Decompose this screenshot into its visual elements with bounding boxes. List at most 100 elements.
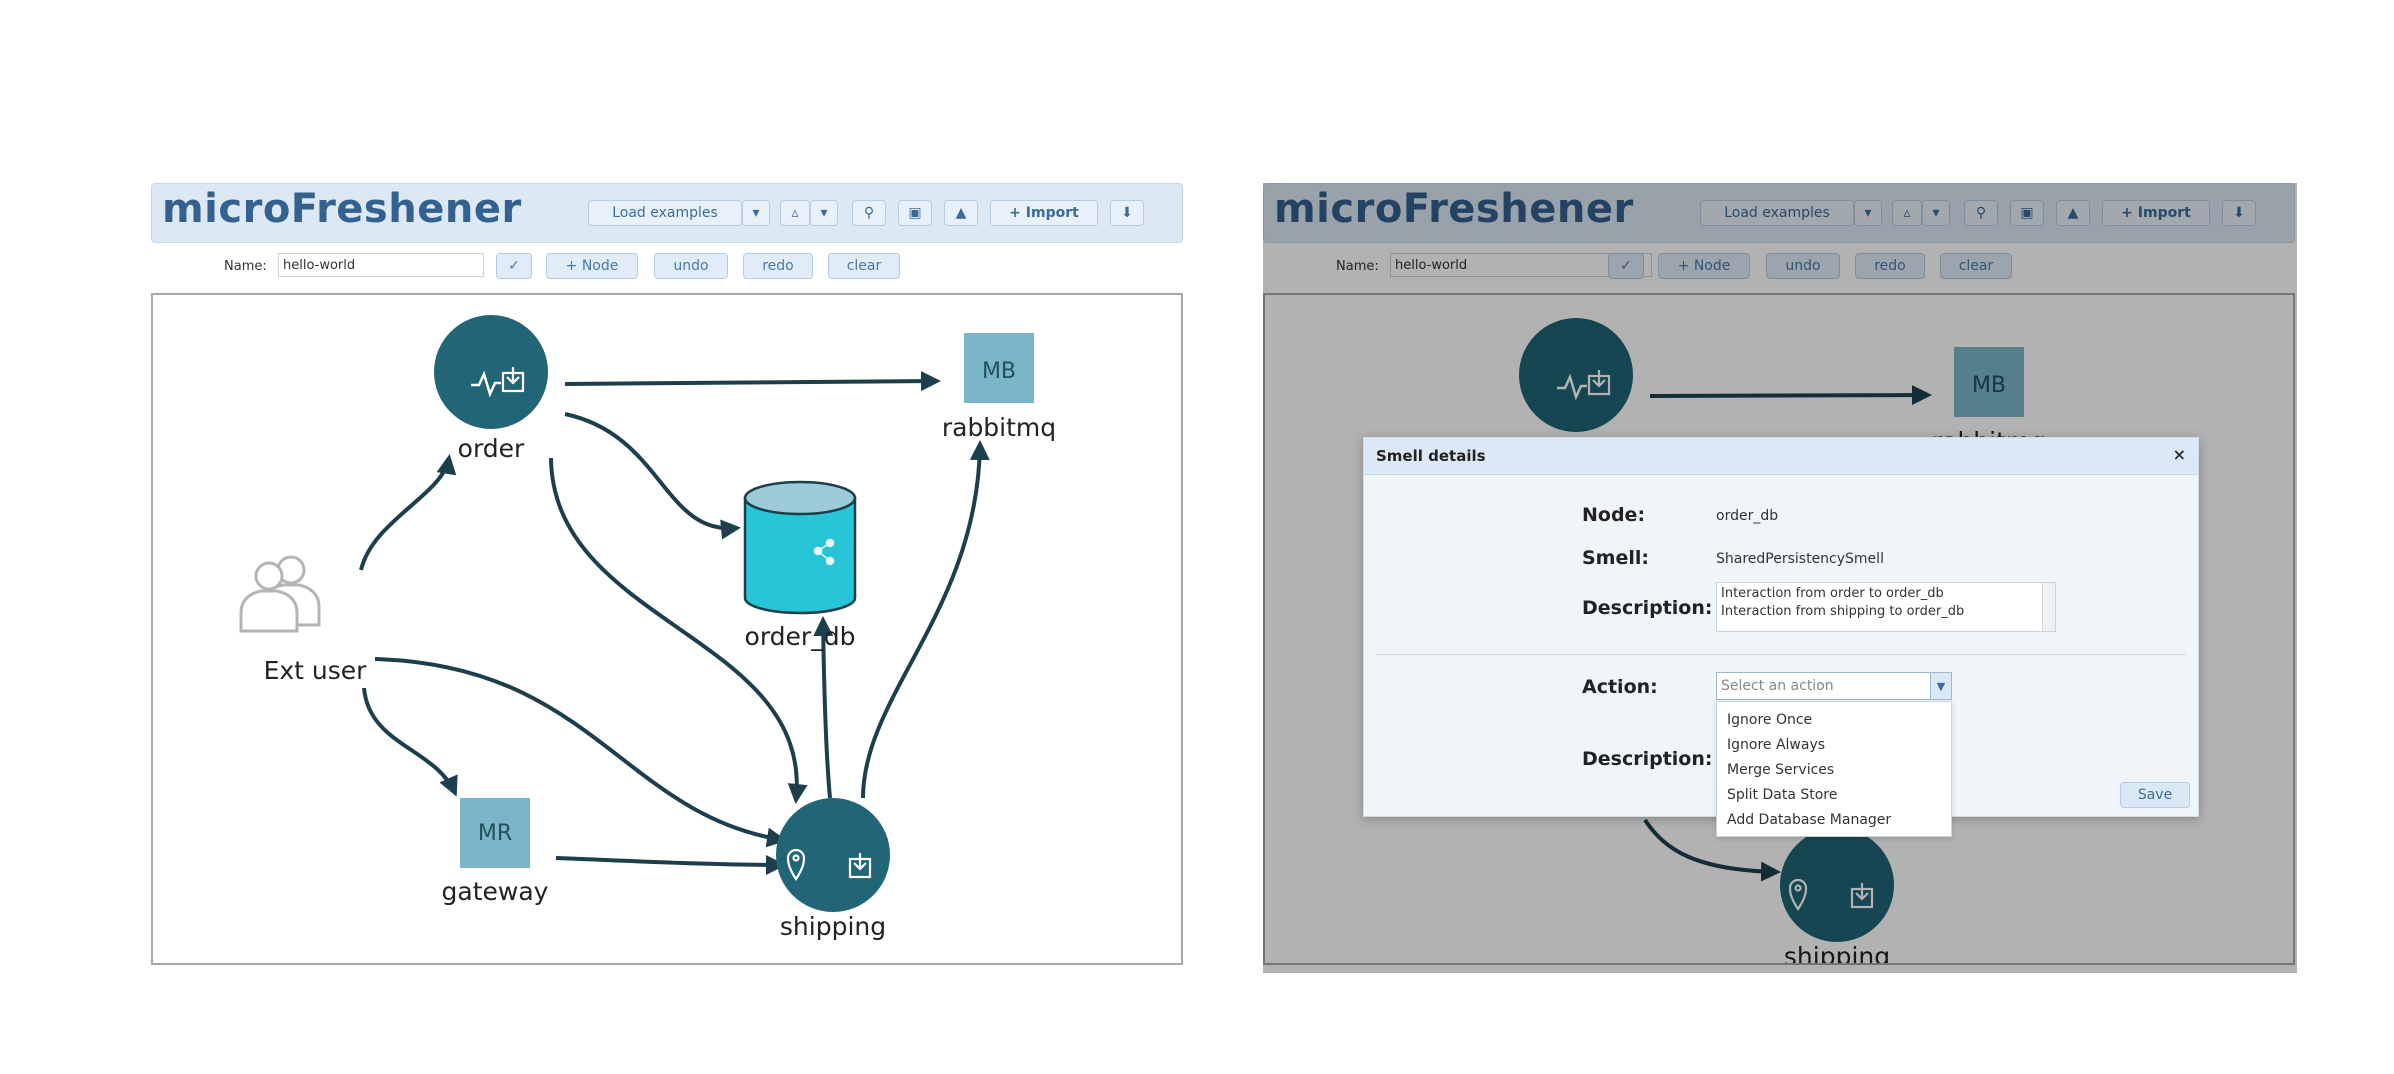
name-bar: Name: ✓ + Node undo redo clear <box>151 247 1181 283</box>
add-node-button[interactable]: + Node <box>546 253 638 279</box>
label-ext-user: Ext user <box>264 656 368 685</box>
deploy-icon <box>848 853 872 879</box>
app-logo: microFreshener <box>162 186 522 232</box>
download-menu-icon[interactable]: ▾ <box>810 200 838 226</box>
edge-shipping-orderdb[interactable] <box>813 616 834 799</box>
app-logo: microFreshener <box>1274 186 1634 232</box>
dialog-header: Smell details × <box>1364 438 2198 475</box>
confirm-name-icon[interactable]: ✓ <box>496 253 532 279</box>
users-icon <box>239 555 321 633</box>
action-select[interactable]: Select an action ▼ <box>1716 672 1952 700</box>
lock-icon[interactable]: ▣ <box>898 200 932 226</box>
load-examples-dropdown-icon[interactable]: ▾ <box>1854 200 1882 226</box>
description-textarea[interactable]: Interaction from order to order_db Inter… <box>1716 582 2056 632</box>
search-icon[interactable]: ⚲ <box>1964 200 1998 226</box>
name-bar: Name: ✓ + Node undo redo clear <box>1263 247 2293 283</box>
action-option[interactable]: Split Data Store <box>1727 787 1838 803</box>
rabbitmq-badge: MB <box>1972 373 2006 398</box>
confirm-name-icon[interactable]: ✓ <box>1608 253 1644 279</box>
action-description-label: Description: <box>1582 748 1713 770</box>
name-input[interactable] <box>278 253 484 277</box>
gateway-badge: MR <box>478 821 512 846</box>
edge-extuser-order[interactable] <box>359 454 457 571</box>
redo-button[interactable]: redo <box>743 253 813 279</box>
edge-extuser-gateway[interactable] <box>362 687 458 797</box>
description-line: Interaction from order to order_db <box>1721 586 1944 601</box>
name-label: Name: <box>1336 259 1379 274</box>
node-order[interactable]: order <box>434 315 548 463</box>
redo-button[interactable]: redo <box>1855 253 1925 279</box>
import-button[interactable]: + Import <box>990 200 1098 226</box>
description-scrollbar[interactable] <box>2042 583 2055 631</box>
close-icon[interactable]: × <box>2172 445 2186 464</box>
upload-icon[interactable]: ▵ <box>1892 200 1922 226</box>
import-button[interactable]: + Import <box>2102 200 2210 226</box>
smell-details-dialog: Smell details × Node: order_db Smell: Sh… <box>1363 437 2199 837</box>
edge-order-shipping[interactable] <box>549 457 808 804</box>
node-ext-user[interactable]: Ext user <box>239 555 368 685</box>
load-examples-dropdown-icon[interactable]: ▾ <box>742 200 770 226</box>
graph-svg[interactable]: order MB rabbitmq order_db <box>153 295 1183 965</box>
label-gateway: gateway <box>442 877 549 906</box>
dialog-title: Smell details <box>1376 447 1486 465</box>
download-menu-icon[interactable]: ▾ <box>1922 200 1950 226</box>
dialog-divider <box>1376 654 2186 655</box>
save-button[interactable]: Save <box>2120 782 2190 808</box>
node-order-db[interactable]: order_db <box>743 480 857 651</box>
action-option[interactable]: Ignore Once <box>1727 712 1813 728</box>
label-shipping: shipping <box>780 912 886 941</box>
clear-button[interactable]: clear <box>1940 253 2012 279</box>
undo-button[interactable]: undo <box>1766 253 1840 279</box>
deploy-icon <box>1587 370 1611 396</box>
edge-order-rabbitmq[interactable] <box>1649 385 1932 406</box>
heartbeat-icon <box>1557 373 1587 401</box>
top-toolbar: microFreshener Load examples ▾ ▵ ▾ ⚲ ▣ ▲… <box>1263 183 2295 243</box>
add-node-button[interactable]: + Node <box>1658 253 1750 279</box>
upload-icon[interactable]: ▵ <box>780 200 810 226</box>
action-options-list: Ignore Once Ignore Always Merge Services… <box>1716 701 1952 837</box>
share-icon <box>813 538 835 566</box>
node-shipping[interactable]: shipping <box>776 798 890 941</box>
edge-extuser-shipping[interactable] <box>374 657 787 848</box>
action-placeholder: Select an action <box>1721 678 1834 694</box>
load-examples-button[interactable]: Load examples <box>588 200 742 226</box>
lock-icon[interactable]: ▣ <box>2010 200 2044 226</box>
edge-gateway-shipping[interactable] <box>555 854 786 875</box>
edge-shipping-rabbitmq[interactable] <box>861 440 990 799</box>
node-order[interactable] <box>1519 318 1633 432</box>
action-option[interactable]: Ignore Always <box>1727 737 1826 753</box>
load-examples-button[interactable]: Load examples <box>1700 200 1854 226</box>
graph-canvas[interactable]: order MB rabbitmq order_db <box>151 293 1183 965</box>
edge-order-rabbitmq[interactable] <box>564 371 941 392</box>
warning-icon[interactable]: ▲ <box>2056 200 2090 226</box>
undo-button[interactable]: undo <box>654 253 728 279</box>
warning-icon[interactable]: ▲ <box>944 200 978 226</box>
node-rabbitmq[interactable]: MB rabbitmq <box>942 333 1056 442</box>
top-toolbar: microFreshener Load examples ▾ ▵ ▾ ⚲ ▣ ▲… <box>151 183 1183 243</box>
label-order: order <box>458 434 525 463</box>
smell-value: SharedPersistencySmell <box>1716 551 1884 567</box>
action-option[interactable]: Merge Services <box>1727 762 1835 778</box>
description-line: Interaction from shipping to order_db <box>1721 604 1965 619</box>
rabbitmq-badge: MB <box>982 359 1016 384</box>
label-shipping: shipping <box>1784 942 1890 965</box>
chevron-down-icon[interactable]: ▼ <box>1930 673 1951 699</box>
node-gateway[interactable]: MR gateway <box>442 798 549 906</box>
node-shipping[interactable]: shipping <box>1780 828 1894 965</box>
label-rabbitmq: rabbitmq <box>942 413 1056 442</box>
export-icon[interactable]: ⬇ <box>2222 200 2256 226</box>
export-icon[interactable]: ⬇ <box>1110 200 1144 226</box>
edge-gateway-shipping[interactable] <box>1643 818 1781 882</box>
location-pin-icon <box>786 848 806 881</box>
action-label: Action: <box>1582 676 1658 698</box>
search-icon[interactable]: ⚲ <box>852 200 886 226</box>
edge-order-orderdb[interactable] <box>564 412 741 540</box>
label-order-db: order_db <box>745 622 856 651</box>
action-option[interactable]: Add Database Manager <box>1727 812 1892 828</box>
node-value: order_db <box>1716 508 1779 524</box>
heartbeat-icon <box>471 370 501 398</box>
smell-label: Smell: <box>1582 547 1649 569</box>
clear-button[interactable]: clear <box>828 253 900 279</box>
description-label: Description: <box>1582 597 1713 619</box>
location-pin-icon <box>1788 878 1808 911</box>
